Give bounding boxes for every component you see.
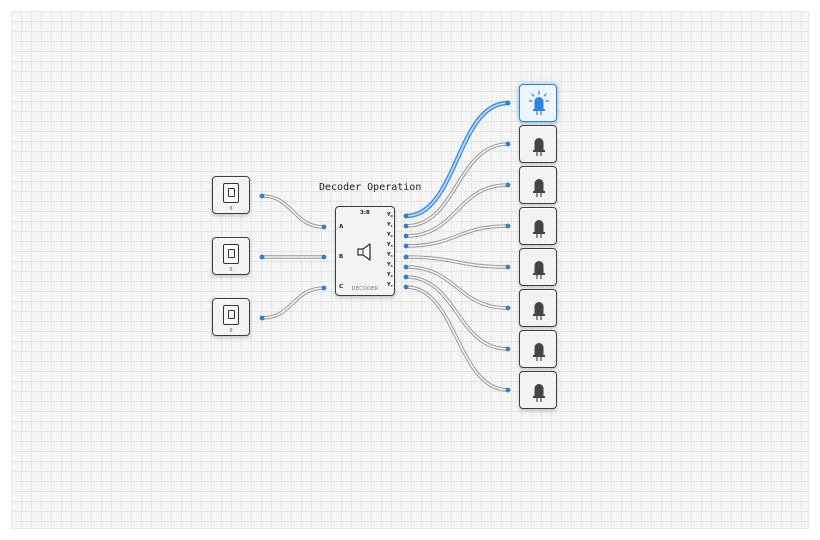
decoder-input-b-label: B xyxy=(339,254,344,260)
decoder-type-label: 3:8 xyxy=(360,210,370,216)
speaker-icon xyxy=(357,243,371,261)
led-bulb-icon xyxy=(533,302,545,320)
decoder-output-y1-label: Y1 xyxy=(387,222,393,228)
led-y5[interactable] xyxy=(519,289,557,327)
led-y3[interactable] xyxy=(519,207,557,245)
toggle-switch-icon xyxy=(223,183,239,203)
toggle-switch-icon xyxy=(223,305,239,325)
decoder-name-label: DECODER xyxy=(351,286,379,292)
decoder-output-y0-label: Y0 xyxy=(387,212,393,218)
diagram-title: Decoder Operation xyxy=(319,182,422,193)
led-y6[interactable] xyxy=(519,330,557,368)
workspace-canvas[interactable] xyxy=(11,11,809,529)
switch-a[interactable]: 0 xyxy=(212,176,250,214)
decoder-output-y5-label: Y5 xyxy=(387,262,393,268)
led-y0[interactable] xyxy=(519,84,557,122)
led-y2[interactable] xyxy=(519,166,557,204)
led-bulb-icon xyxy=(533,384,545,402)
led-bulb-icon xyxy=(533,138,545,156)
switch-value: 0 xyxy=(229,328,233,334)
decoder-block[interactable]: 3:8 A B C Y0 Y1 Y2 Y3 Y4 Y5 Y6 Y7 DECODE… xyxy=(335,206,395,296)
decoder-output-y3-label: Y3 xyxy=(387,242,393,248)
led-y4[interactable] xyxy=(519,248,557,286)
led-y7[interactable] xyxy=(519,371,557,409)
decoder-output-y4-label: Y4 xyxy=(387,252,393,258)
decoder-output-y2-label: Y2 xyxy=(387,232,393,238)
decoder-output-y6-label: Y6 xyxy=(387,272,393,278)
led-bulb-icon xyxy=(533,220,545,238)
led-bulb-icon xyxy=(533,343,545,361)
switch-value: 0 xyxy=(229,206,233,212)
led-bulb-icon xyxy=(533,179,545,197)
decoder-input-a-label: A xyxy=(339,224,344,230)
led-y1[interactable] xyxy=(519,125,557,163)
switch-value: 0 xyxy=(229,267,233,273)
toggle-switch-icon xyxy=(223,244,239,264)
decoder-output-y7-label: Y7 xyxy=(387,282,393,288)
led-bulb-icon xyxy=(533,261,545,279)
decoder-input-c-label: C xyxy=(339,284,344,290)
led-bulb-icon xyxy=(528,90,550,115)
switch-c[interactable]: 0 xyxy=(212,298,250,336)
switch-b[interactable]: 0 xyxy=(212,237,250,275)
